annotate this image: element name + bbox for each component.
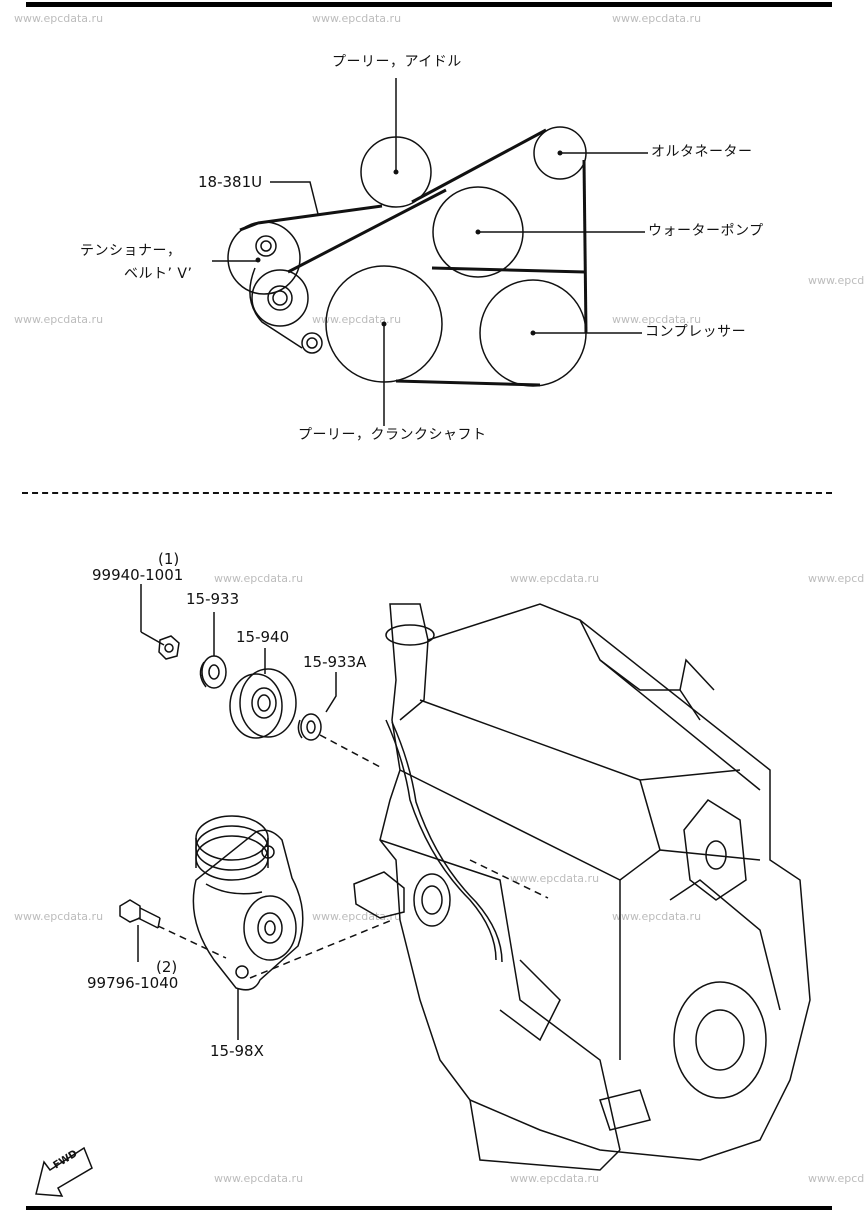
top-border [26,2,832,7]
tensioner-pivot [255,235,277,257]
bolt-qty: (2) [156,958,178,976]
watermark: www.epcdata.ru [214,1172,304,1185]
tensioner-part-number: 15-98X [210,1042,264,1060]
label-alternator: オルタネーター [651,144,753,160]
belt-tensioner [192,815,304,991]
label-compressor: コンプレッサー [645,324,747,340]
label-water-pump: ウォーターポンプ [648,223,764,239]
watermark: www.epcdata.ru [14,910,104,923]
nut-part-number: 99940-1001 [92,566,184,584]
spacer [297,713,322,741]
watermark: www.epcdata.ru [612,313,702,326]
watermark: www.epcdata.ru [312,12,402,25]
label-tensioner-line1: テンショナー， [80,243,182,259]
nut-qty: (1) [158,550,180,568]
engine-block [353,603,811,1171]
watermark: www.epcdata.ru [612,910,702,923]
watermark: www.epcdata.ru [312,910,402,923]
label-idler-pulley: プーリー，アイドル [332,54,462,70]
bottom-border [26,1206,832,1210]
watermark: www.epcdata.ru [510,872,600,885]
label-tensioner-line2: ベルト’ V’ [124,266,193,282]
tensioner-pulley [227,221,301,295]
spacer-part-number: 15-933A [303,653,367,671]
watermark: www.epcdata.ru [808,572,864,585]
tensioner-arm-pulley [251,269,309,327]
leader-lines [212,78,648,426]
watermark: www.epcdata.ru [510,572,600,585]
watermark: www.epcdata.ru [808,1172,864,1185]
idler-pulley-part [229,668,297,739]
watermark: www.epcdata.ru [14,313,104,326]
watermark: www.epcdata.ru [612,12,702,25]
watermark: www.epcdata.ru [312,313,402,326]
section-divider [22,492,832,494]
bolt-part-number: 99796-1040 [87,974,179,992]
label-crank-pulley: プーリー，クランクシャフト [298,427,487,443]
washer [199,655,227,689]
drive-belt [239,128,588,387]
belt-routing-diagram [212,78,648,426]
nut [158,635,180,660]
watermark: www.epcdata.ru [14,12,104,25]
fwd-label: FWD [51,1148,80,1172]
pulley-part-number: 15-940 [236,628,290,646]
washer-part-number: 15-933 [186,590,240,608]
bolt [119,899,161,929]
tensioner-bolt [301,332,323,354]
watermark: www.epcdata.ru [510,1172,600,1185]
label-belt-part: 18-381U [198,173,263,191]
watermark: www.epcdata.ru [808,274,864,287]
watermark: www.epcdata.ru [214,572,304,585]
